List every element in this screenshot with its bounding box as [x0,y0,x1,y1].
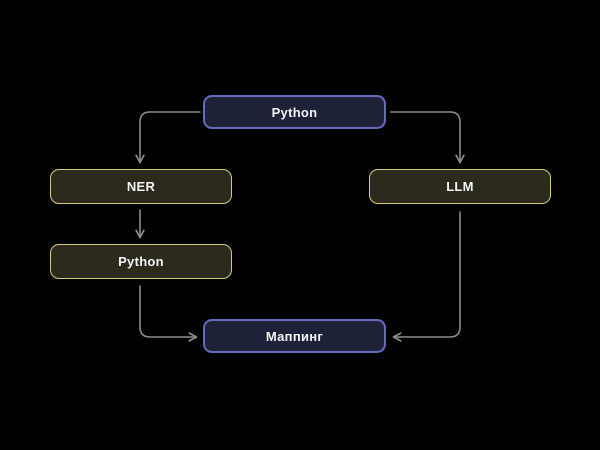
node-ner-label: NER [126,179,156,194]
edge-python-top-to-llm [390,111,465,164]
node-python-left-label: Python [118,254,164,269]
node-python-top[interactable]: Python [203,95,386,129]
node-mapping[interactable]: Маппинг [203,319,386,353]
node-ner[interactable]: NER [50,169,232,204]
node-python-left[interactable]: Python [50,244,232,279]
node-python-top-label: Python [271,104,318,120]
edge-llm-to-mapping [392,211,461,342]
node-llm[interactable]: LLM [369,169,551,204]
node-mapping-label: Маппинг [265,328,324,344]
edge-python-top-to-ner [135,111,201,164]
node-llm-label: LLM [446,179,474,194]
edge-python-left-to-mapping [139,285,198,342]
